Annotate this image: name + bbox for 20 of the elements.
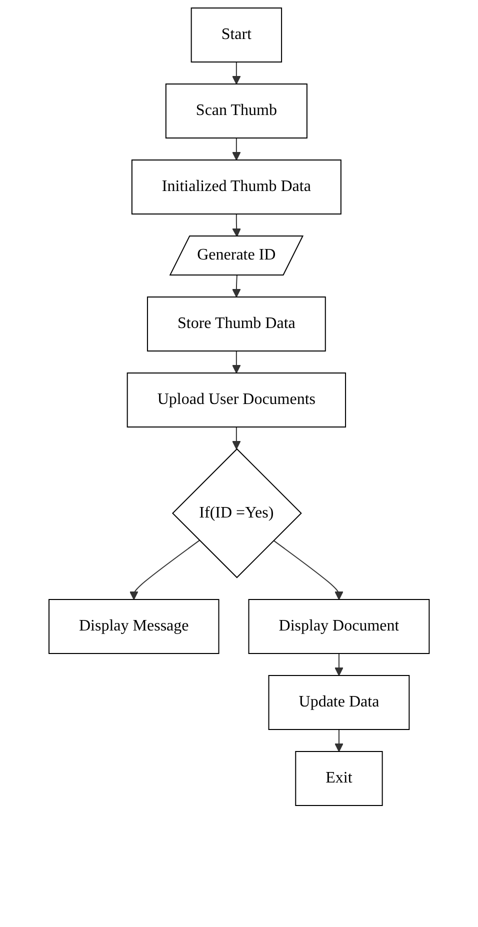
arrow [232, 214, 241, 237]
arrow [232, 138, 241, 160]
node-box: Display Document [248, 599, 430, 654]
arrow [232, 275, 241, 298]
node-box: Upload User Documents [126, 372, 346, 428]
node-box: Store Thumb Data [146, 296, 326, 352]
arrow [334, 653, 344, 676]
node-box: Start [190, 8, 282, 62]
arrow [272, 540, 344, 600]
arrow [232, 350, 241, 374]
node-diamond: If(ID =Yes) [172, 448, 302, 578]
node-box: Initialized Thumb Data [131, 160, 342, 214]
node-box: Scan Thumb [165, 84, 308, 138]
arrow [129, 540, 200, 600]
node-box: Exit [295, 751, 383, 806]
node-box: Update Data [268, 675, 410, 730]
arrow [334, 729, 344, 752]
arrow [232, 62, 241, 84]
arrow [232, 426, 241, 450]
node-box: Display Message [48, 599, 220, 654]
